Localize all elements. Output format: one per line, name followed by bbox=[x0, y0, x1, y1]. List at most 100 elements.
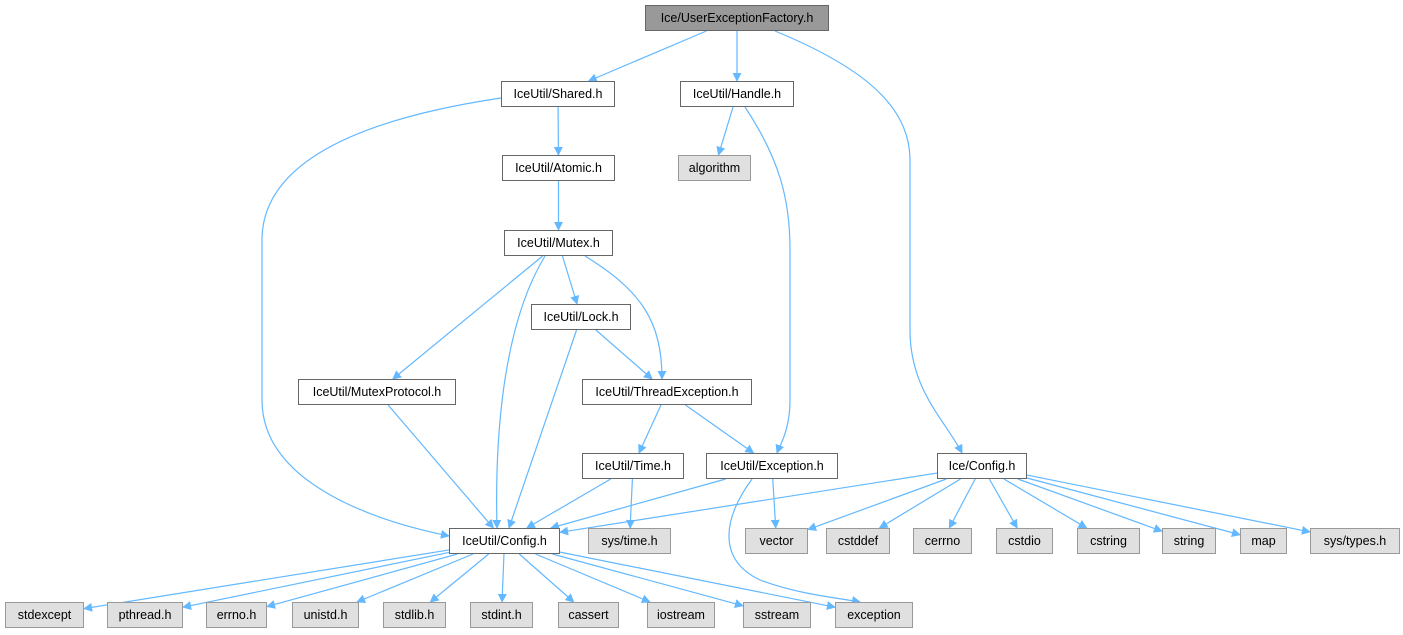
graph-node-stdexcept: stdexcept bbox=[5, 602, 84, 628]
node-label: IceUtil/MutexProtocol.h bbox=[312, 385, 442, 399]
node-label: cassert bbox=[568, 608, 609, 622]
node-label: IceUtil/Time.h bbox=[595, 459, 671, 473]
node-label: map bbox=[1251, 534, 1276, 548]
edge-threadexception-to-exceptionh bbox=[685, 404, 755, 454]
edge-shared-to-iceutilconfig bbox=[261, 97, 502, 539]
graph-node-sstream: sstream bbox=[743, 602, 811, 628]
edge-lock-to-threadexception bbox=[595, 329, 653, 380]
node-label: vector bbox=[759, 534, 794, 548]
edge-mutex-to-lock bbox=[561, 255, 579, 305]
node-label: algorithm bbox=[688, 161, 741, 175]
edge-iceconfig-to-string bbox=[1017, 478, 1163, 533]
node-label: cstring bbox=[1090, 534, 1127, 548]
edge-time-to-iceutilconfig bbox=[525, 478, 612, 529]
edge-lock-to-iceutilconfig bbox=[507, 329, 578, 529]
node-label: iostream bbox=[657, 608, 705, 622]
node-label: sys/time.h bbox=[601, 534, 658, 548]
node-label: IceUtil/Exception.h bbox=[720, 459, 824, 473]
edge-iceconfig-to-vector bbox=[807, 478, 947, 531]
edge-iceconfig-to-cstddef bbox=[878, 478, 961, 529]
node-label: IceUtil/Lock.h bbox=[543, 310, 619, 324]
graph-node-string: string bbox=[1162, 528, 1216, 554]
graph-node-stdint: stdint.h bbox=[470, 602, 533, 628]
node-label: IceUtil/Config.h bbox=[462, 534, 547, 548]
edge-iceconfig-to-map bbox=[1026, 477, 1241, 538]
graph-node-cerrno: cerrno bbox=[913, 528, 972, 554]
node-label: unistd.h bbox=[303, 608, 348, 622]
node-label: cstddef bbox=[837, 534, 879, 548]
edge-handle-to-algorithm bbox=[716, 106, 734, 156]
edge-iceconfig-to-systypes bbox=[1026, 474, 1311, 535]
node-label: IceUtil/Shared.h bbox=[513, 87, 603, 101]
edge-iceconfig-to-cstring bbox=[1003, 478, 1088, 529]
edge-root-to-shared bbox=[587, 30, 707, 82]
edge-mutex-to-threadexception bbox=[584, 255, 667, 380]
edge-exceptionh-to-iceutilconfig bbox=[550, 478, 726, 531]
node-label: sstream bbox=[754, 608, 800, 622]
node-label: stdexcept bbox=[17, 608, 72, 622]
graph-node-exception: exception bbox=[835, 602, 913, 628]
node-label: sys/types.h bbox=[1323, 534, 1387, 548]
graph-node-cassert: cassert bbox=[558, 602, 619, 628]
graph-node-iceutilconfig[interactable]: IceUtil/Config.h bbox=[449, 528, 560, 554]
edge-iceutilconfig-to-unistd bbox=[356, 553, 474, 604]
graph-node-exceptionh[interactable]: IceUtil/Exception.h bbox=[706, 453, 838, 479]
graph-node-systypes: sys/types.h bbox=[1310, 528, 1400, 554]
graph-node-mutex[interactable]: IceUtil/Mutex.h bbox=[504, 230, 613, 256]
edge-threadexception-to-time bbox=[638, 404, 662, 454]
edge-iceutilconfig-to-stdint bbox=[497, 553, 507, 603]
node-label: IceUtil/Mutex.h bbox=[517, 236, 600, 250]
node-label: exception bbox=[847, 608, 901, 622]
edge-exceptionh-to-vector bbox=[770, 478, 780, 529]
graph-node-iceconfig[interactable]: Ice/Config.h bbox=[937, 453, 1027, 479]
node-label: IceUtil/ThreadException.h bbox=[595, 385, 739, 399]
graph-node-threadexception[interactable]: IceUtil/ThreadException.h bbox=[582, 379, 752, 405]
node-label: Ice/Config.h bbox=[948, 459, 1016, 473]
edge-iceutilconfig-to-exception bbox=[559, 551, 836, 611]
edge-iceutilconfig-to-sstream bbox=[552, 553, 744, 608]
graph-node-unistd: unistd.h bbox=[292, 602, 359, 628]
node-label: pthread.h bbox=[118, 608, 172, 622]
edge-iceconfig-to-iceutilconfig bbox=[559, 472, 938, 536]
graph-node-systime: sys/time.h bbox=[588, 528, 671, 554]
edge-iceutilconfig-to-cassert bbox=[518, 553, 575, 603]
node-label: Ice/UserExceptionFactory.h bbox=[660, 11, 814, 25]
edge-iceutilconfig-to-iostream bbox=[535, 553, 651, 604]
edge-root-to-iceconfig bbox=[774, 30, 963, 454]
node-label: IceUtil/Handle.h bbox=[692, 87, 782, 101]
edge-iceutilconfig-to-stdexcept bbox=[83, 549, 450, 612]
node-label: stdlib.h bbox=[394, 608, 435, 622]
graph-node-cstddef: cstddef bbox=[826, 528, 890, 554]
graph-node-map: map bbox=[1240, 528, 1287, 554]
graph-node-pthread: pthread.h bbox=[107, 602, 183, 628]
graph-node-iostream: iostream bbox=[647, 602, 715, 628]
edge-mutexprotocol-to-iceutilconfig bbox=[387, 404, 494, 529]
graph-node-stdlib: stdlib.h bbox=[383, 602, 446, 628]
node-label: IceUtil/Atomic.h bbox=[515, 161, 602, 175]
graph-node-vector: vector bbox=[745, 528, 808, 554]
graph-node-lock[interactable]: IceUtil/Lock.h bbox=[531, 304, 631, 330]
graph-node-time[interactable]: IceUtil/Time.h bbox=[582, 453, 684, 479]
edge-handle-to-exceptionh bbox=[744, 106, 791, 454]
edge-iceconfig-to-cerrno bbox=[948, 478, 976, 529]
node-label: cerrno bbox=[924, 534, 961, 548]
graph-node-atomic[interactable]: IceUtil/Atomic.h bbox=[502, 155, 615, 181]
edge-mutex-to-mutexprotocol bbox=[392, 255, 544, 380]
edge-iceconfig-to-cstdio bbox=[988, 478, 1018, 529]
edge-iceutilconfig-to-errno bbox=[266, 553, 458, 609]
node-label: errno.h bbox=[216, 608, 257, 622]
graph-node-errno: errno.h bbox=[206, 602, 267, 628]
edge-iceutilconfig-to-pthread bbox=[182, 551, 450, 610]
edge-iceutilconfig-to-stdlib bbox=[429, 553, 490, 603]
graph-node-shared[interactable]: IceUtil/Shared.h bbox=[501, 81, 615, 107]
node-label: cstdio bbox=[1008, 534, 1041, 548]
graph-node-root[interactable]: Ice/UserExceptionFactory.h bbox=[645, 5, 829, 31]
graph-node-handle[interactable]: IceUtil/Handle.h bbox=[680, 81, 794, 107]
graph-node-cstring: cstring bbox=[1077, 528, 1140, 554]
node-label: string bbox=[1173, 534, 1205, 548]
graph-node-mutexprotocol[interactable]: IceUtil/MutexProtocol.h bbox=[298, 379, 456, 405]
node-label: stdint.h bbox=[481, 608, 522, 622]
edge-time-to-systime bbox=[625, 478, 635, 529]
graph-node-algorithm: algorithm bbox=[678, 155, 751, 181]
edge-exceptionh-to-exception bbox=[728, 478, 861, 605]
